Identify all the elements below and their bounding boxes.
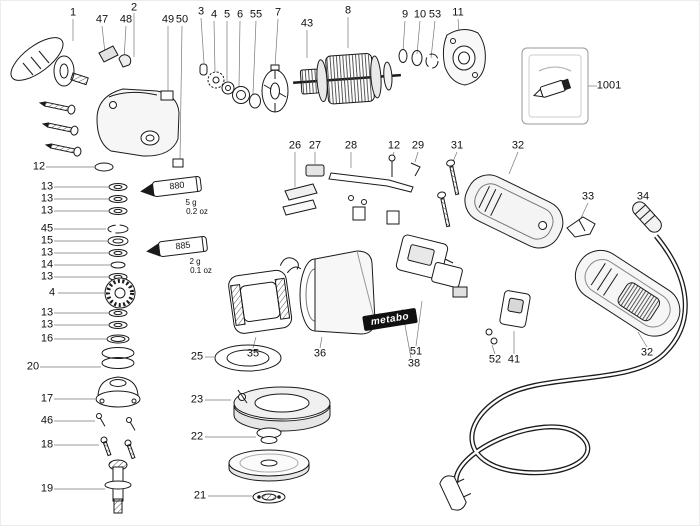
tube-number-880: 880 — [168, 179, 186, 192]
grease-tube-885 — [146, 235, 208, 258]
part-callout: 47 — [95, 13, 109, 26]
part-callout: 12 — [32, 160, 46, 173]
part-callout: 43 — [300, 17, 314, 30]
part-callout: 13 — [40, 192, 54, 205]
part-callout: 26 — [288, 139, 302, 152]
part-callout: 25 — [190, 350, 204, 363]
switch-module — [395, 234, 468, 298]
part-callout: 34 — [636, 190, 650, 203]
part-callout: 41 — [507, 353, 521, 366]
part-callout: 28 — [344, 139, 358, 152]
part-callout: 12 — [387, 139, 401, 152]
part-callout: 32 — [511, 139, 525, 152]
housing-shell-b — [574, 249, 681, 337]
part-callout: 5 — [223, 8, 231, 21]
service-kit — [521, 47, 589, 125]
part-callout: 2 — [130, 1, 138, 14]
part-callout: 23 — [190, 393, 204, 406]
part-callout: 1001 — [596, 79, 622, 92]
part-callout: 52 — [488, 353, 502, 366]
part-callout: 46 — [40, 414, 54, 427]
side-handle — [10, 37, 89, 87]
part-callout: 35 — [246, 347, 260, 360]
part-callout: 4 — [210, 8, 218, 21]
lock-lever-parts — [98, 45, 132, 68]
grease-tube-880 — [140, 175, 202, 198]
part-callout: 1 — [69, 6, 77, 19]
tube-amount-grams: 5 g — [185, 198, 197, 207]
part-callout: 13 — [40, 204, 54, 217]
part-callout: 19 — [40, 482, 54, 495]
long-screws — [437, 159, 460, 228]
wheel-guard — [233, 386, 331, 432]
part-callout: 27 — [308, 139, 322, 152]
tube-amount-grams: 2 g — [189, 257, 201, 266]
cord-clamp — [566, 216, 596, 238]
part-callout: 13 — [40, 246, 54, 259]
field-coil — [228, 257, 302, 334]
part-callout: 49 — [161, 13, 175, 26]
part-callout: 13 — [40, 318, 54, 331]
part-callout: 21 — [193, 489, 207, 502]
gear-housing — [96, 88, 180, 157]
bearing-flange — [95, 376, 141, 408]
small-washers — [485, 328, 498, 345]
part-callout: 17 — [40, 392, 54, 405]
part-callout: 31 — [450, 139, 464, 152]
part-callout: 36 — [313, 347, 327, 360]
part-callout: 13 — [40, 180, 54, 193]
inner-flange — [256, 427, 282, 444]
motor-housing — [299, 250, 376, 335]
switch-slider — [499, 290, 531, 328]
brush-and-lead-parts — [282, 154, 421, 225]
small-screws — [96, 413, 136, 431]
housing-shell-a — [464, 174, 564, 249]
spider-flange — [261, 64, 289, 113]
part-callout: 55 — [249, 8, 263, 21]
needle-sleeve — [160, 90, 184, 168]
part-callout: 22 — [190, 430, 204, 443]
part-callout: 38 — [407, 357, 421, 370]
part-callout: 29 — [411, 139, 425, 152]
tube-number-885: 885 — [174, 239, 192, 252]
part-callout: 14 — [40, 258, 54, 271]
part-callout: 33 — [581, 190, 595, 203]
part-callout: 7 — [274, 6, 282, 19]
part-callout: 50 — [175, 13, 189, 26]
part-callout: 13 — [40, 306, 54, 319]
part-callout: 48 — [119, 13, 133, 26]
mounting-screws — [38, 101, 82, 157]
part-callout: 11 — [452, 6, 464, 19]
part-callout: 18 — [40, 438, 54, 451]
spindle-stack — [94, 162, 136, 369]
part-callout: 8 — [344, 4, 352, 17]
bearing-plate — [442, 29, 486, 86]
part-callout: 15 — [40, 234, 54, 247]
part-callout: 45 — [40, 222, 54, 235]
armature-rotor — [293, 53, 401, 105]
power-cord — [439, 201, 688, 511]
shaft-rings — [398, 49, 439, 69]
part-callout: 16 — [40, 332, 54, 345]
part-callout: 9 — [401, 8, 409, 21]
cover-ring — [214, 344, 282, 372]
part-callout: 3 — [197, 5, 205, 18]
flange-screws — [100, 436, 136, 460]
clamping-nut — [252, 490, 286, 504]
grinding-wheel — [228, 449, 310, 482]
part-callout: 13 — [40, 270, 54, 283]
part-callout: 6 — [236, 8, 244, 21]
spindle-small-parts — [199, 63, 261, 109]
part-callout: 10 — [413, 8, 427, 21]
part-callout: 51 — [409, 345, 423, 358]
part-callout: 4 — [48, 286, 56, 299]
part-callout: 53 — [428, 8, 442, 21]
power-plug — [439, 475, 472, 511]
part-callout: 32 — [640, 346, 654, 359]
part-callout: 20 — [26, 360, 40, 373]
spindle — [104, 459, 132, 514]
tube-amount-ounces: 0.1 oz — [190, 266, 212, 275]
tube-amount-ounces: 0.2 oz — [186, 207, 208, 216]
